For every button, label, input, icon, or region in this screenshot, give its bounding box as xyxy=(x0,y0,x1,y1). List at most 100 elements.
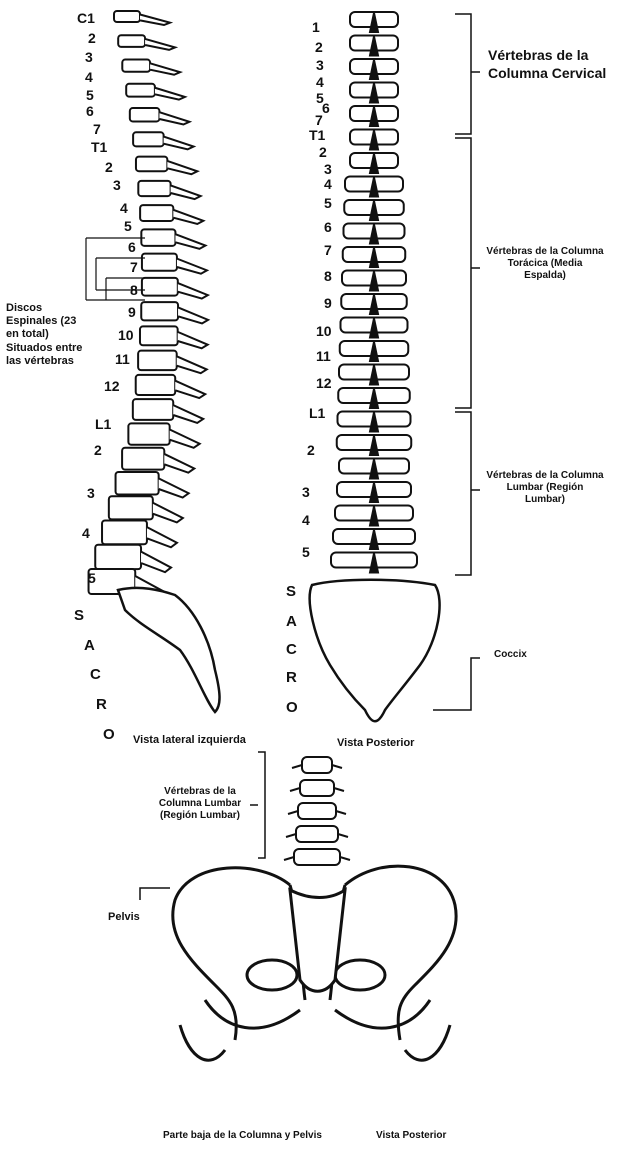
posterior-spinous-process xyxy=(368,177,380,198)
lateral-l5: 5 xyxy=(88,570,96,586)
posterior-spinous-process xyxy=(368,412,380,433)
posterior-spinous-process xyxy=(368,59,380,80)
lateral-spinous-process xyxy=(163,135,197,151)
posterior-t3: 3 xyxy=(324,161,332,177)
lateral-spinous-process xyxy=(169,428,202,449)
lateral-vertebra-body xyxy=(134,155,169,173)
posterior-t11: 11 xyxy=(316,348,331,364)
posterior-spinous-process xyxy=(368,294,380,315)
pelvis-label: Pelvis xyxy=(108,911,140,923)
lateral-spinous-process xyxy=(177,330,210,350)
lateral-spinous-process xyxy=(172,208,206,226)
posterior-spinous-process xyxy=(368,153,380,174)
lateral-spinous-process xyxy=(159,111,193,126)
lateral-t5: 5 xyxy=(124,218,132,234)
lateral-sacrum-a: A xyxy=(84,637,95,654)
lateral-vertebra-body xyxy=(114,470,160,496)
lateral-vertebra-body xyxy=(139,204,175,222)
lateral-sacrum-o: O xyxy=(103,726,115,743)
lateral-c6: 6 xyxy=(86,103,94,119)
lateral-t4: 4 xyxy=(120,200,128,216)
lateral-spinous-process xyxy=(152,501,185,524)
pelvis-lumbar-vertebra xyxy=(301,756,333,774)
posterior-spinous-process xyxy=(368,247,380,268)
posterior-sacrum-r: R xyxy=(286,669,297,686)
pelvis-lumbar-vertebra xyxy=(297,802,337,820)
posterior-t7: 7 xyxy=(324,242,332,258)
posterior-spinous-process xyxy=(368,83,380,104)
posterior-l2: 2 xyxy=(307,442,315,458)
thoracic-label: Vértebras de la Columna Torácica (Media … xyxy=(486,246,604,281)
posterior-l4: 4 xyxy=(302,512,310,528)
lateral-spinous-process xyxy=(177,282,211,300)
posterior-spinous-process xyxy=(368,130,380,151)
lateral-vertebra-body xyxy=(127,422,171,446)
lateral-spinous-process xyxy=(149,62,184,76)
pelvis-lumbar-label: Vértebras de la Columna Lumbar (Región L… xyxy=(158,786,242,821)
posterior-t1: T1 xyxy=(309,127,326,143)
posterior-spinous-process xyxy=(368,365,380,386)
posterior-spinous-process xyxy=(368,341,380,362)
lateral-spinous-process xyxy=(176,257,210,275)
lateral-t6: 6 xyxy=(128,239,136,255)
lateral-vertebra-body xyxy=(121,58,152,73)
lateral-spinous-process xyxy=(158,477,191,499)
posterior-spinous-process xyxy=(368,36,380,57)
lateral-l4: 4 xyxy=(82,525,90,541)
posterior-spinous-process xyxy=(368,435,380,456)
lateral-spinous-process xyxy=(163,453,197,474)
lateral-vertebra-body xyxy=(131,398,175,421)
lateral-c1: C1 xyxy=(77,10,95,26)
lateral-c3: 3 xyxy=(85,49,93,65)
posterior-spinous-process xyxy=(368,106,380,127)
posterior-t6: 6 xyxy=(324,219,332,235)
disc-brackets xyxy=(85,237,145,301)
lateral-t7: 7 xyxy=(130,259,138,275)
coccyx-label: Coccix xyxy=(494,649,527,660)
posterior-spinous-process xyxy=(368,459,380,480)
posterior-spinous-process xyxy=(368,529,380,550)
posterior-sacrum-c: C xyxy=(286,641,297,658)
lateral-t10: 10 xyxy=(118,327,134,343)
posterior-t4: 4 xyxy=(324,176,332,192)
lateral-vertebra-body xyxy=(125,82,156,98)
posterior-l3: 3 xyxy=(302,484,310,500)
lateral-vertebra-body xyxy=(140,276,179,297)
lateral-vertebra-body xyxy=(140,301,180,322)
lateral-vertebra-body xyxy=(140,228,177,247)
lateral-spinous-process xyxy=(176,355,209,375)
posterior-sacrum-s: S xyxy=(286,583,297,600)
posterior-sacrum-drawing xyxy=(308,578,441,723)
lateral-spinous-process xyxy=(154,86,188,101)
lateral-c5: 5 xyxy=(86,87,94,103)
pelvis-lumbar-vertebra xyxy=(293,848,341,866)
lateral-t8: 8 xyxy=(130,282,138,298)
lateral-c4: 4 xyxy=(85,69,93,85)
lumbar-label: Vértebras de la Columna Lumbar (Región L… xyxy=(486,470,604,505)
pelvis-callouts xyxy=(139,751,266,900)
posterior-c2: 2 xyxy=(315,39,323,55)
pelvis-caption: Parte baja de la Columna y Pelvis xyxy=(163,1130,322,1141)
posterior-t8: 8 xyxy=(324,268,332,284)
lateral-vertebra-body xyxy=(128,107,161,123)
pelvis-lumbar-vertebra xyxy=(295,825,339,843)
lateral-vertebra-body xyxy=(137,349,178,372)
posterior-spinous-process xyxy=(368,12,380,33)
posterior-spinous-process xyxy=(368,482,380,503)
lateral-spinous-process xyxy=(174,379,208,400)
cervical-label: Vértebras de la Columna Cervical xyxy=(488,47,607,82)
posterior-t2: 2 xyxy=(319,144,327,160)
posterior-spinous-process xyxy=(368,318,380,339)
lateral-vertebra-body xyxy=(101,519,148,546)
lateral-l1: L1 xyxy=(95,416,112,432)
posterior-c5: 5 xyxy=(316,90,324,106)
lateral-vertebra-body xyxy=(140,252,178,272)
lateral-sacrum-s: S xyxy=(74,607,85,624)
posterior-c1: 1 xyxy=(312,19,320,35)
pelvis-drawing xyxy=(171,864,458,1062)
lateral-t2: 2 xyxy=(105,159,113,175)
lateral-l2: 2 xyxy=(94,442,102,458)
pelvis-spine-drawing xyxy=(283,756,351,866)
lateral-vertebra-body xyxy=(107,495,154,521)
